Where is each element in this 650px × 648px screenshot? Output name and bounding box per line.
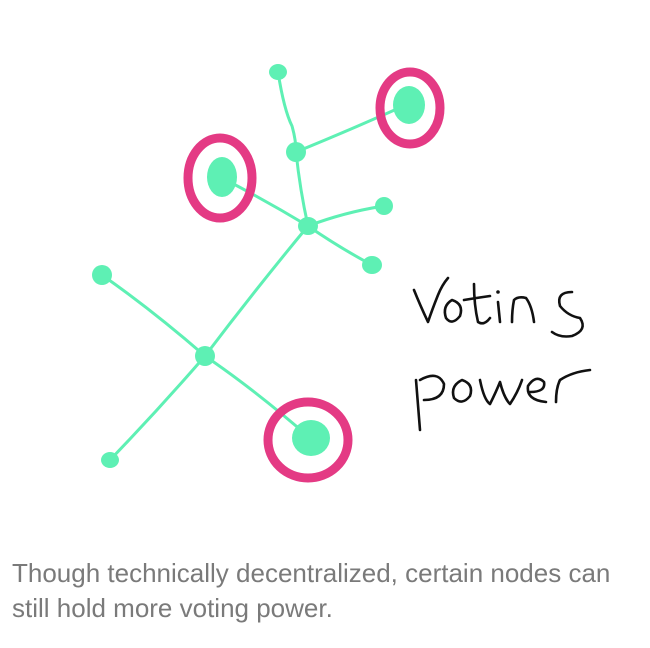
edge [294, 150, 310, 228]
node [195, 346, 215, 366]
figure-caption: Though technically decentralized, certai… [12, 558, 611, 623]
network-diagram [92, 64, 592, 483]
edge [276, 70, 298, 154]
highlight-ring [375, 67, 445, 149]
node [375, 197, 393, 215]
edge [306, 224, 374, 267]
edge [108, 354, 207, 462]
edge [294, 102, 410, 154]
highlight-ring [263, 397, 353, 483]
network-nodes [92, 64, 425, 468]
highlight-ring [183, 133, 257, 223]
node [362, 256, 382, 274]
node [101, 452, 119, 468]
edge [306, 204, 386, 228]
node [286, 142, 306, 162]
voting-power-rings [183, 67, 445, 483]
handwritten-voting-power-label [412, 276, 592, 432]
node-large [292, 420, 330, 456]
edge [203, 224, 310, 358]
node-large [207, 157, 237, 197]
node [269, 64, 287, 80]
node-large [393, 86, 425, 124]
edge [203, 354, 312, 440]
edge [100, 273, 207, 358]
node [298, 217, 318, 235]
node [92, 265, 112, 285]
